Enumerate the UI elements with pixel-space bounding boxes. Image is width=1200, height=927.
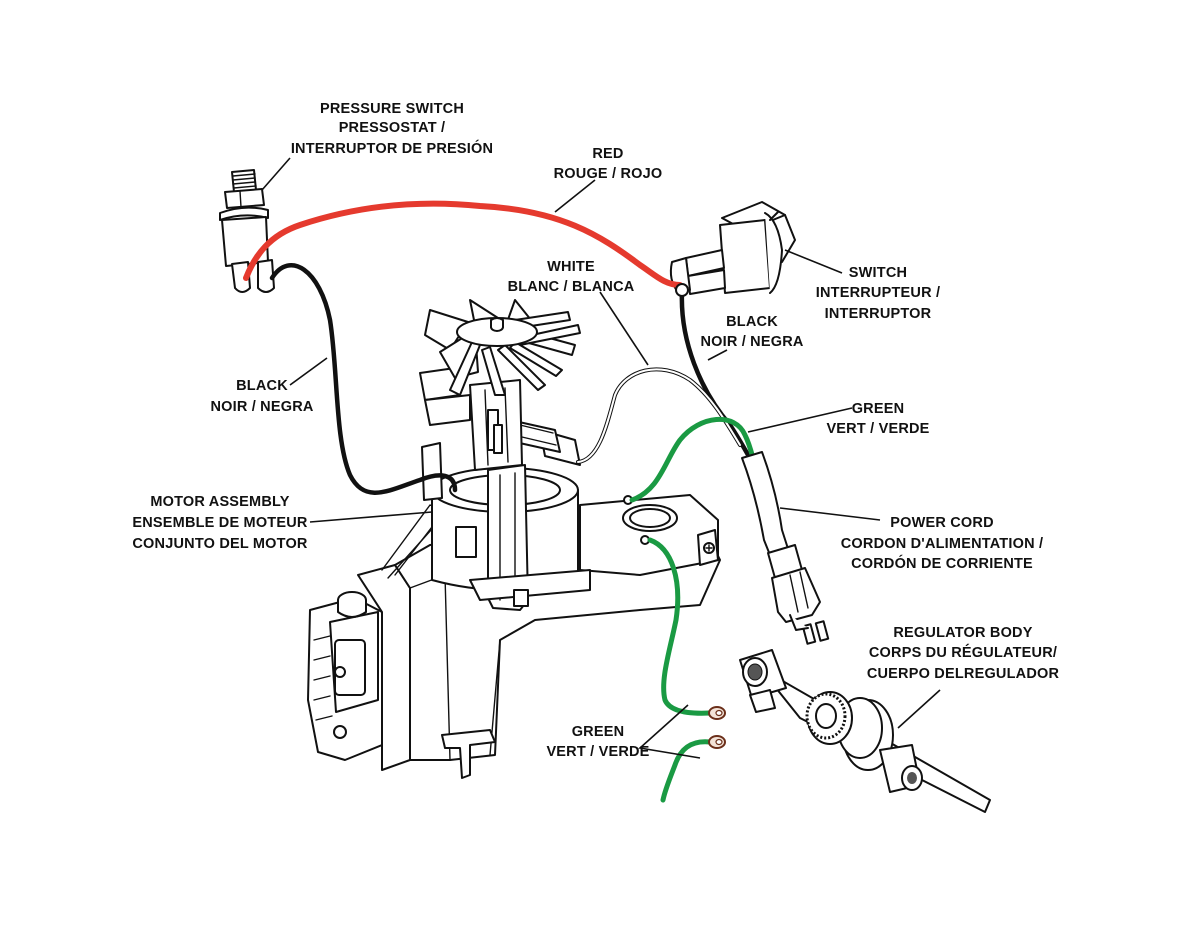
label-line: BLACK [236,378,288,394]
label-line: POWER CORD [890,515,994,531]
label-black-wire-right: BLACK NOIR / NEGRA [700,314,803,350]
label-line: BLANC / BLANCA [508,279,635,295]
label-line: NOIR / NEGRA [700,334,803,350]
compressor-head [307,564,411,771]
label-line: MOTOR ASSEMBLY [150,494,289,510]
green-wire-top [629,417,757,503]
ring-terminal-icon [708,706,726,720]
label-green-wire-top: GREEN VERT / VERDE [826,401,929,437]
motor-can [421,442,591,611]
label-line: INTERRUPTOR DE PRESIÓN [291,139,493,157]
label-line: CONJUNTO DEL MOTOR [132,536,308,552]
label-line: GREEN [572,724,625,740]
green-wire-bottom [660,739,713,803]
label-white-wire: WHITE BLANC / BLANCA [508,259,635,295]
label-green-wire-bottom: GREEN VERT / VERDE [546,724,649,760]
regulator-icon [739,649,991,813]
label-line: ROUGE / ROJO [554,166,663,182]
label-line: INTERRUPTEUR / [816,285,940,301]
label-line: VERT / VERDE [826,421,929,437]
red-wire [243,200,683,288]
green-wire-mid [647,537,713,716]
label-line: WHITE [547,259,595,275]
label-regulator-body: REGULATOR BODY CORPS DU RÉGULATEUR/ CUER… [867,625,1060,682]
label-line: REGULATOR BODY [893,625,1032,641]
plug-icon [741,451,830,645]
label-line: ENSEMBLE DE MOTEUR [132,515,308,531]
pressure-switch-icon [219,169,275,293]
rocker-switch-icon [669,201,796,295]
label-line: CORDÓN DE CORRIENTE [851,554,1033,572]
label-line: PRESSURE SWITCH [320,101,464,117]
label-line: NOIR / NEGRA [210,399,313,415]
white-wire [576,367,742,464]
label-black-wire-left: BLACK NOIR / NEGRA [210,378,313,415]
label-line: CORDON D'ALIMENTATION / [841,536,1043,552]
label-switch: SWITCH INTERRUPTEUR / INTERRUPTOR [816,265,940,322]
wires [243,200,757,803]
label-line: INTERRUPTOR [825,306,932,322]
black-wire-left [269,263,458,495]
label-power-cord: POWER CORD CORDON D'ALIMENTATION / CORDÓ… [841,515,1043,572]
label-motor-assembly: MOTOR ASSEMBLY ENSEMBLE DE MOTEUR CONJUN… [132,494,308,552]
ring-terminal-icon [708,735,726,749]
motor-assembly [307,299,721,779]
cooling-fan-icon [424,299,581,396]
label-line: RED [592,146,623,162]
leader-lines [261,157,941,759]
label-pressure-switch: PRESSURE SWITCH PRESSOSTAT / INTERRUPTOR… [291,101,493,157]
label-line: CORPS DU RÉGULATEUR/ [869,644,1057,661]
label-line: SWITCH [849,265,907,281]
motor-top [419,367,581,471]
label-red-wire: RED ROUGE / ROJO [554,146,663,182]
label-line: CUERPO DELREGULADOR [867,666,1060,682]
label-line: GREEN [852,401,905,417]
label-line: PRESSOSTAT / [339,120,446,136]
label-line: VERT / VERDE [546,744,649,760]
label-line: BLACK [726,314,778,330]
